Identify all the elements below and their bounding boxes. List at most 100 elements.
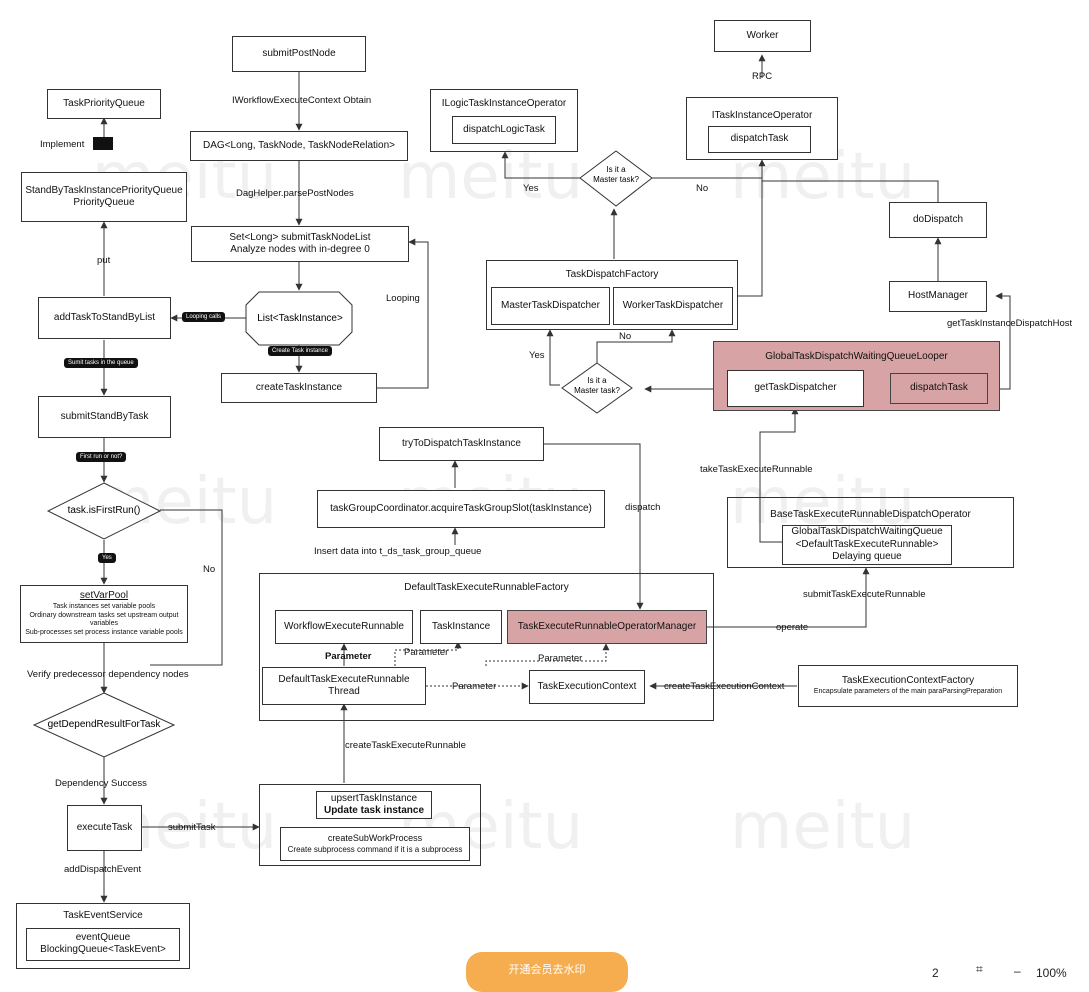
yes-upper-label: Yes [523, 183, 539, 194]
execute-task: executeTask [67, 805, 142, 851]
delaying-runnable-text: <DefaultTaskExecuteRunnable> [795, 538, 939, 550]
set-var-pool: setVarPool Task instances set variable p… [20, 585, 188, 643]
submit-task-label: submitTask [168, 822, 216, 833]
insert-data-label: Insert data into t_ds_task_group_queue [314, 546, 482, 557]
dispatch-logic-task: dispatchLogicTask [452, 116, 556, 144]
default-factory-container: DefaultTaskExecuteRunnableFactory [259, 573, 714, 721]
remove-watermark-button[interactable]: 开通会员去水印 [466, 952, 628, 992]
watermark: meitu [398, 140, 584, 214]
standby-queue-title: StandByTaskInstancePriorityQueue [25, 184, 183, 196]
create-task-instance-node: createTaskInstance [221, 373, 377, 403]
global-waiting-queue-title: GlobalTaskDispatchWaitingQueue [791, 526, 943, 538]
zoom-out-icon[interactable]: – [1014, 964, 1021, 978]
operator-manager: TaskExecuteRunnableOperatorManager [507, 610, 707, 644]
itask-operator-title: ITaskInstanceOperator [711, 110, 813, 121]
looper-title: GlobalTaskDispatchWaitingQueueLooper [765, 351, 948, 362]
worker-node: Worker [714, 20, 811, 52]
global-waiting-queue: GlobalTaskDispatchWaitingQueue <DefaultT… [782, 525, 952, 565]
yes-lower-label: Yes [529, 350, 545, 361]
operate-label: operate [776, 622, 809, 633]
task-execution-context-factory-title: TaskExecutionContextFactory [841, 675, 975, 687]
task-event-service-title: TaskEventService [63, 910, 143, 921]
page-number: 2 [932, 966, 939, 980]
parse-post-nodes-label: DagHelper.parsePostNodes [236, 188, 354, 199]
default-runnable-title: DefaultTaskExecuteRunnable [278, 673, 410, 685]
var-pool-line-1: Task instances set variable pools [52, 602, 156, 610]
submit-post-node: submitPostNode [232, 36, 366, 72]
delaying-queue-text: Delaying queue [832, 551, 902, 563]
grid-icon[interactable]: ⌗ [976, 962, 983, 976]
default-task-execute-runnable: DefaultTaskExecuteRunnable Thread [262, 667, 426, 705]
get-dispatch-host-label: getTaskInstanceDispatchHost [947, 318, 1073, 329]
submit-task-container: upsertTaskInstance Update task instance … [259, 784, 481, 866]
verify-predecessor-label: Verify predecessor dependency nodes [27, 669, 189, 680]
upsert-task-instance-title: upsertTaskInstance [330, 792, 418, 804]
put-label: put [97, 255, 111, 266]
do-dispatch-node: doDispatch [889, 202, 987, 238]
default-factory-title: DefaultTaskExecuteRunnableFactory [404, 582, 569, 593]
host-manager-node: HostManager [889, 281, 987, 312]
dispatch-label: dispatch [625, 502, 661, 513]
get-task-dispatcher: getTaskDispatcher [727, 370, 864, 407]
submit-task-node-list-title: Set<Long> submitTaskNodeList [229, 231, 371, 243]
worker-task-dispatcher: WorkerTaskDispatcher [613, 287, 733, 325]
itask-instance-operator: ITaskInstanceOperator [686, 97, 838, 160]
var-pool-line-2: Ordinary downstream tasks set upstream o… [29, 611, 179, 628]
watermark: meitu [730, 790, 916, 864]
task-dispatch-factory: TaskDispatchFactory [486, 260, 738, 330]
create-sub-work-process: createSubWorkProcess Create subprocess c… [280, 827, 470, 861]
no-upper-label: No [696, 183, 709, 194]
event-queue-box: eventQueue BlockingQueue<TaskEvent> [26, 927, 180, 961]
workflow-execute-runnable: WorkflowExecuteRunnable [275, 610, 413, 644]
is-master-decision-lower: Is it a Master task? [562, 376, 632, 395]
implement-label: Implement [40, 139, 85, 150]
is-first-run-decision: task.isFirstRun() [67, 505, 141, 516]
update-task-instance-text: Update task instance [323, 805, 425, 816]
encapsulate-params-text: Encapsulate parameters of the main paraP… [813, 687, 1003, 695]
is-master-lower-line2: Master task? [574, 385, 620, 395]
var-pool-line-3: Sub-processes set process instance varia… [25, 629, 183, 636]
upsert-task-instance: upsertTaskInstance Update task instance [316, 791, 432, 819]
add-dispatch-event-label: addDispatchEvent [64, 864, 142, 875]
task-dispatch-factory-title: TaskDispatchFactory [565, 269, 659, 280]
analyze-indegree-text: Analyze nodes with in-degree 0 [230, 244, 370, 255]
set-var-pool-title: setVarPool [79, 590, 129, 602]
implement-marker [93, 137, 113, 150]
take-task-execute-runnable-label: takeTaskExecuteRunnable [700, 464, 813, 475]
ilogic-operator-title: ILogicTaskInstanceOperator [441, 98, 567, 109]
acquire-task-group-slot: taskGroupCoordinator.acquireTaskGroupSlo… [317, 490, 605, 528]
is-master-upper-line1: Is it a [606, 165, 626, 174]
dependency-success-label: Dependency Success [55, 778, 147, 789]
first-run-tag: First run or not? [76, 452, 127, 462]
create-task-execute-runnable-label: createTaskExecuteRunnable [345, 740, 466, 751]
submit-task-node-list: Set<Long> submitTaskNodeList Analyze nod… [191, 226, 409, 262]
blocking-queue-text: BlockingQueue<TaskEvent> [40, 944, 166, 955]
is-master-upper-line2: Master task? [593, 174, 639, 184]
parameter-label-2: Parameter [404, 647, 449, 658]
submit-task-execute-runnable-label: submitTaskExecuteRunnable [803, 589, 926, 600]
parameter-label-1: Parameter [325, 651, 372, 662]
rpc-label: RPC [752, 71, 773, 82]
submit-standby-task: submitStandByTask [38, 396, 171, 438]
task-execution-context: TaskExecutionContext [529, 670, 645, 704]
obtain-label: IWorkflowExecuteContext Obtain [232, 95, 372, 106]
yes-tag: Yes [98, 553, 116, 563]
standby-priority-queue: StandByTaskInstancePriorityQueue Priorit… [21, 172, 187, 222]
base-dispatch-operator-title: BaseTaskExecuteRunnableDispatchOperator [770, 509, 971, 520]
looping-calls-tag: Looping calls [182, 312, 226, 322]
task-event-service: TaskEventService eventQueue BlockingQueu… [16, 903, 190, 969]
thread-text: Thread [328, 686, 360, 697]
create-task-execution-context-label: createTaskExecutionContext [664, 681, 785, 692]
master-task-dispatcher: MasterTaskDispatcher [491, 287, 610, 325]
task-instance-node: TaskInstance [420, 610, 502, 644]
create-sub-work-process-title: createSubWorkProcess [327, 833, 423, 844]
is-master-decision-upper: Is it a Master task? [580, 165, 652, 184]
try-to-dispatch: tryToDispatchTaskInstance [379, 427, 544, 461]
no-label: No [203, 564, 216, 575]
zoom-level: 100% [1036, 966, 1067, 980]
ilogic-task-instance-operator: ILogicTaskInstanceOperator [430, 89, 578, 152]
dispatch-task-node: dispatchTask [708, 126, 811, 153]
add-task-to-standby-list: addTaskToStandByList [38, 297, 171, 339]
